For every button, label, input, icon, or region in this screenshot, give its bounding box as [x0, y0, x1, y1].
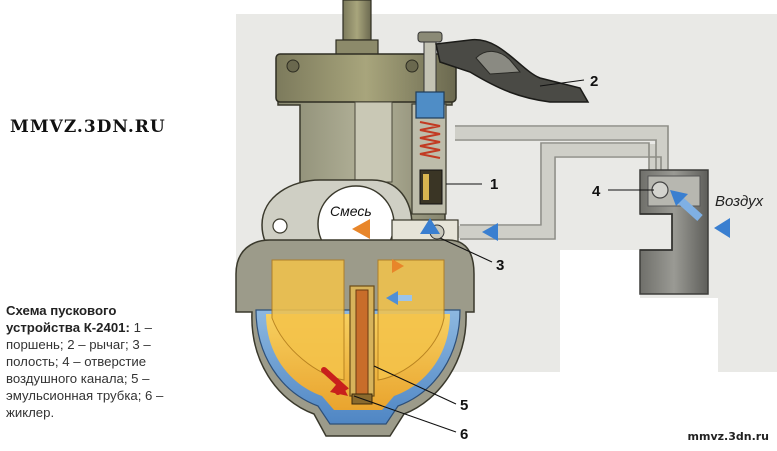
air-label: Воздух [715, 193, 764, 210]
callout-1: 1 [490, 176, 498, 193]
top-screw [335, 0, 379, 61]
watermark: MMVZ.3DN.RU [10, 117, 166, 137]
callout-6: 6 [460, 426, 468, 443]
site-url: mmvz.3dn.ru [687, 430, 769, 443]
callout-numbers: 1 2 3 4 5 6 [460, 73, 601, 443]
mixture-label: Смесь [330, 203, 372, 219]
caption-body: 1 – поршень; 2 – рычаг; 3 – полость; 4 –… [6, 320, 164, 420]
callout-3: 3 [496, 257, 504, 274]
callout-5: 5 [460, 397, 468, 414]
flow-arrows [352, 190, 772, 305]
callout-2: 2 [590, 73, 598, 90]
leader-lines [353, 79, 654, 433]
mixture-arrow [352, 219, 370, 239]
piston-assembly [415, 31, 445, 205]
caption-title: Схема пускового устройства К-2401: [6, 303, 130, 335]
callout-4: 4 [592, 183, 601, 200]
air-filter [639, 169, 709, 295]
emulsion-tube [349, 285, 375, 405]
caption: Схема пускового устройства К-2401: 1 – п… [6, 302, 192, 421]
air-inlet-arrow [714, 218, 730, 238]
